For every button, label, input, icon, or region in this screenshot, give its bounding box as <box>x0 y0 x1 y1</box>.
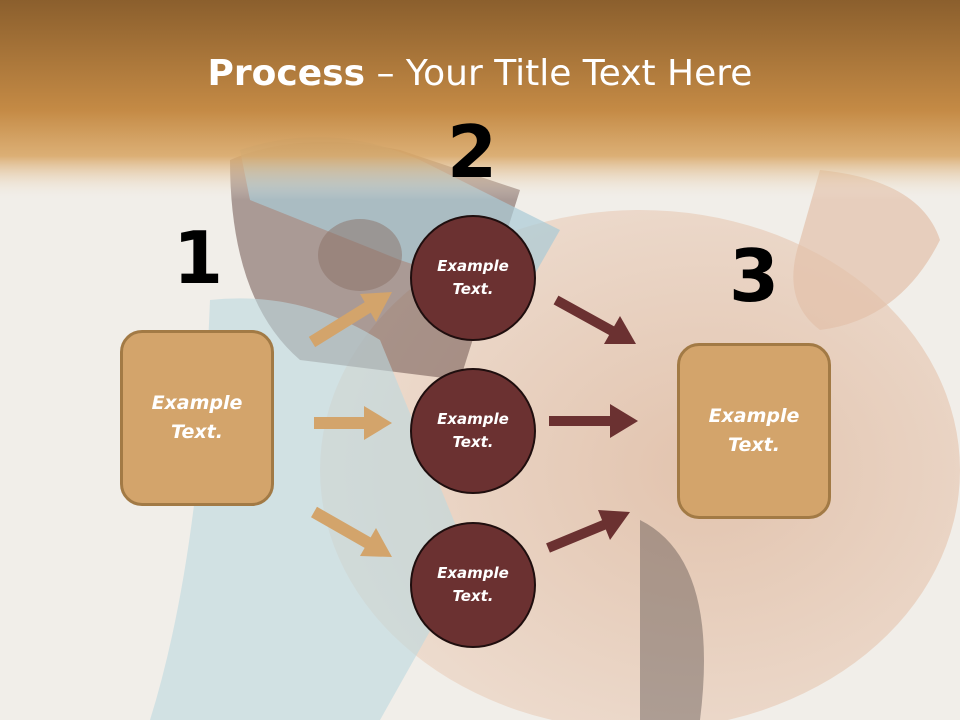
step-1-box[interactable]: Example Text. <box>120 330 274 506</box>
arrow-1-to-middle <box>314 406 392 440</box>
arrow-bottom-to-3 <box>546 510 630 553</box>
step-number-1: 1 <box>172 216 224 300</box>
step-2-circle-bottom-text: Example Text. <box>437 564 509 605</box>
step-2-circle-top[interactable]: Example Text. <box>410 215 536 341</box>
step-2-circle-middle-text: Example Text. <box>437 410 509 451</box>
step-number-2: 2 <box>446 110 498 194</box>
arrow-1-to-bottom <box>311 506 392 557</box>
page-title: Process – Your Title Text Here <box>0 52 960 96</box>
arrow-1-to-top <box>308 292 392 348</box>
step-3-text: Example Text. <box>708 405 800 456</box>
title-bold: Process <box>207 53 366 94</box>
step-number-3: 3 <box>728 234 780 318</box>
step-2-circle-middle[interactable]: Example Text. <box>410 368 536 494</box>
step-3-box[interactable]: Example Text. <box>677 343 831 519</box>
step-2-circle-top-text: Example Text. <box>437 257 509 298</box>
step-2-circle-bottom[interactable]: Example Text. <box>410 522 536 648</box>
step-1-text: Example Text. <box>151 392 243 443</box>
arrow-top-to-3 <box>553 295 636 344</box>
title-rest: – Your Title Text Here <box>365 53 753 94</box>
arrow-middle-to-3 <box>549 404 638 438</box>
